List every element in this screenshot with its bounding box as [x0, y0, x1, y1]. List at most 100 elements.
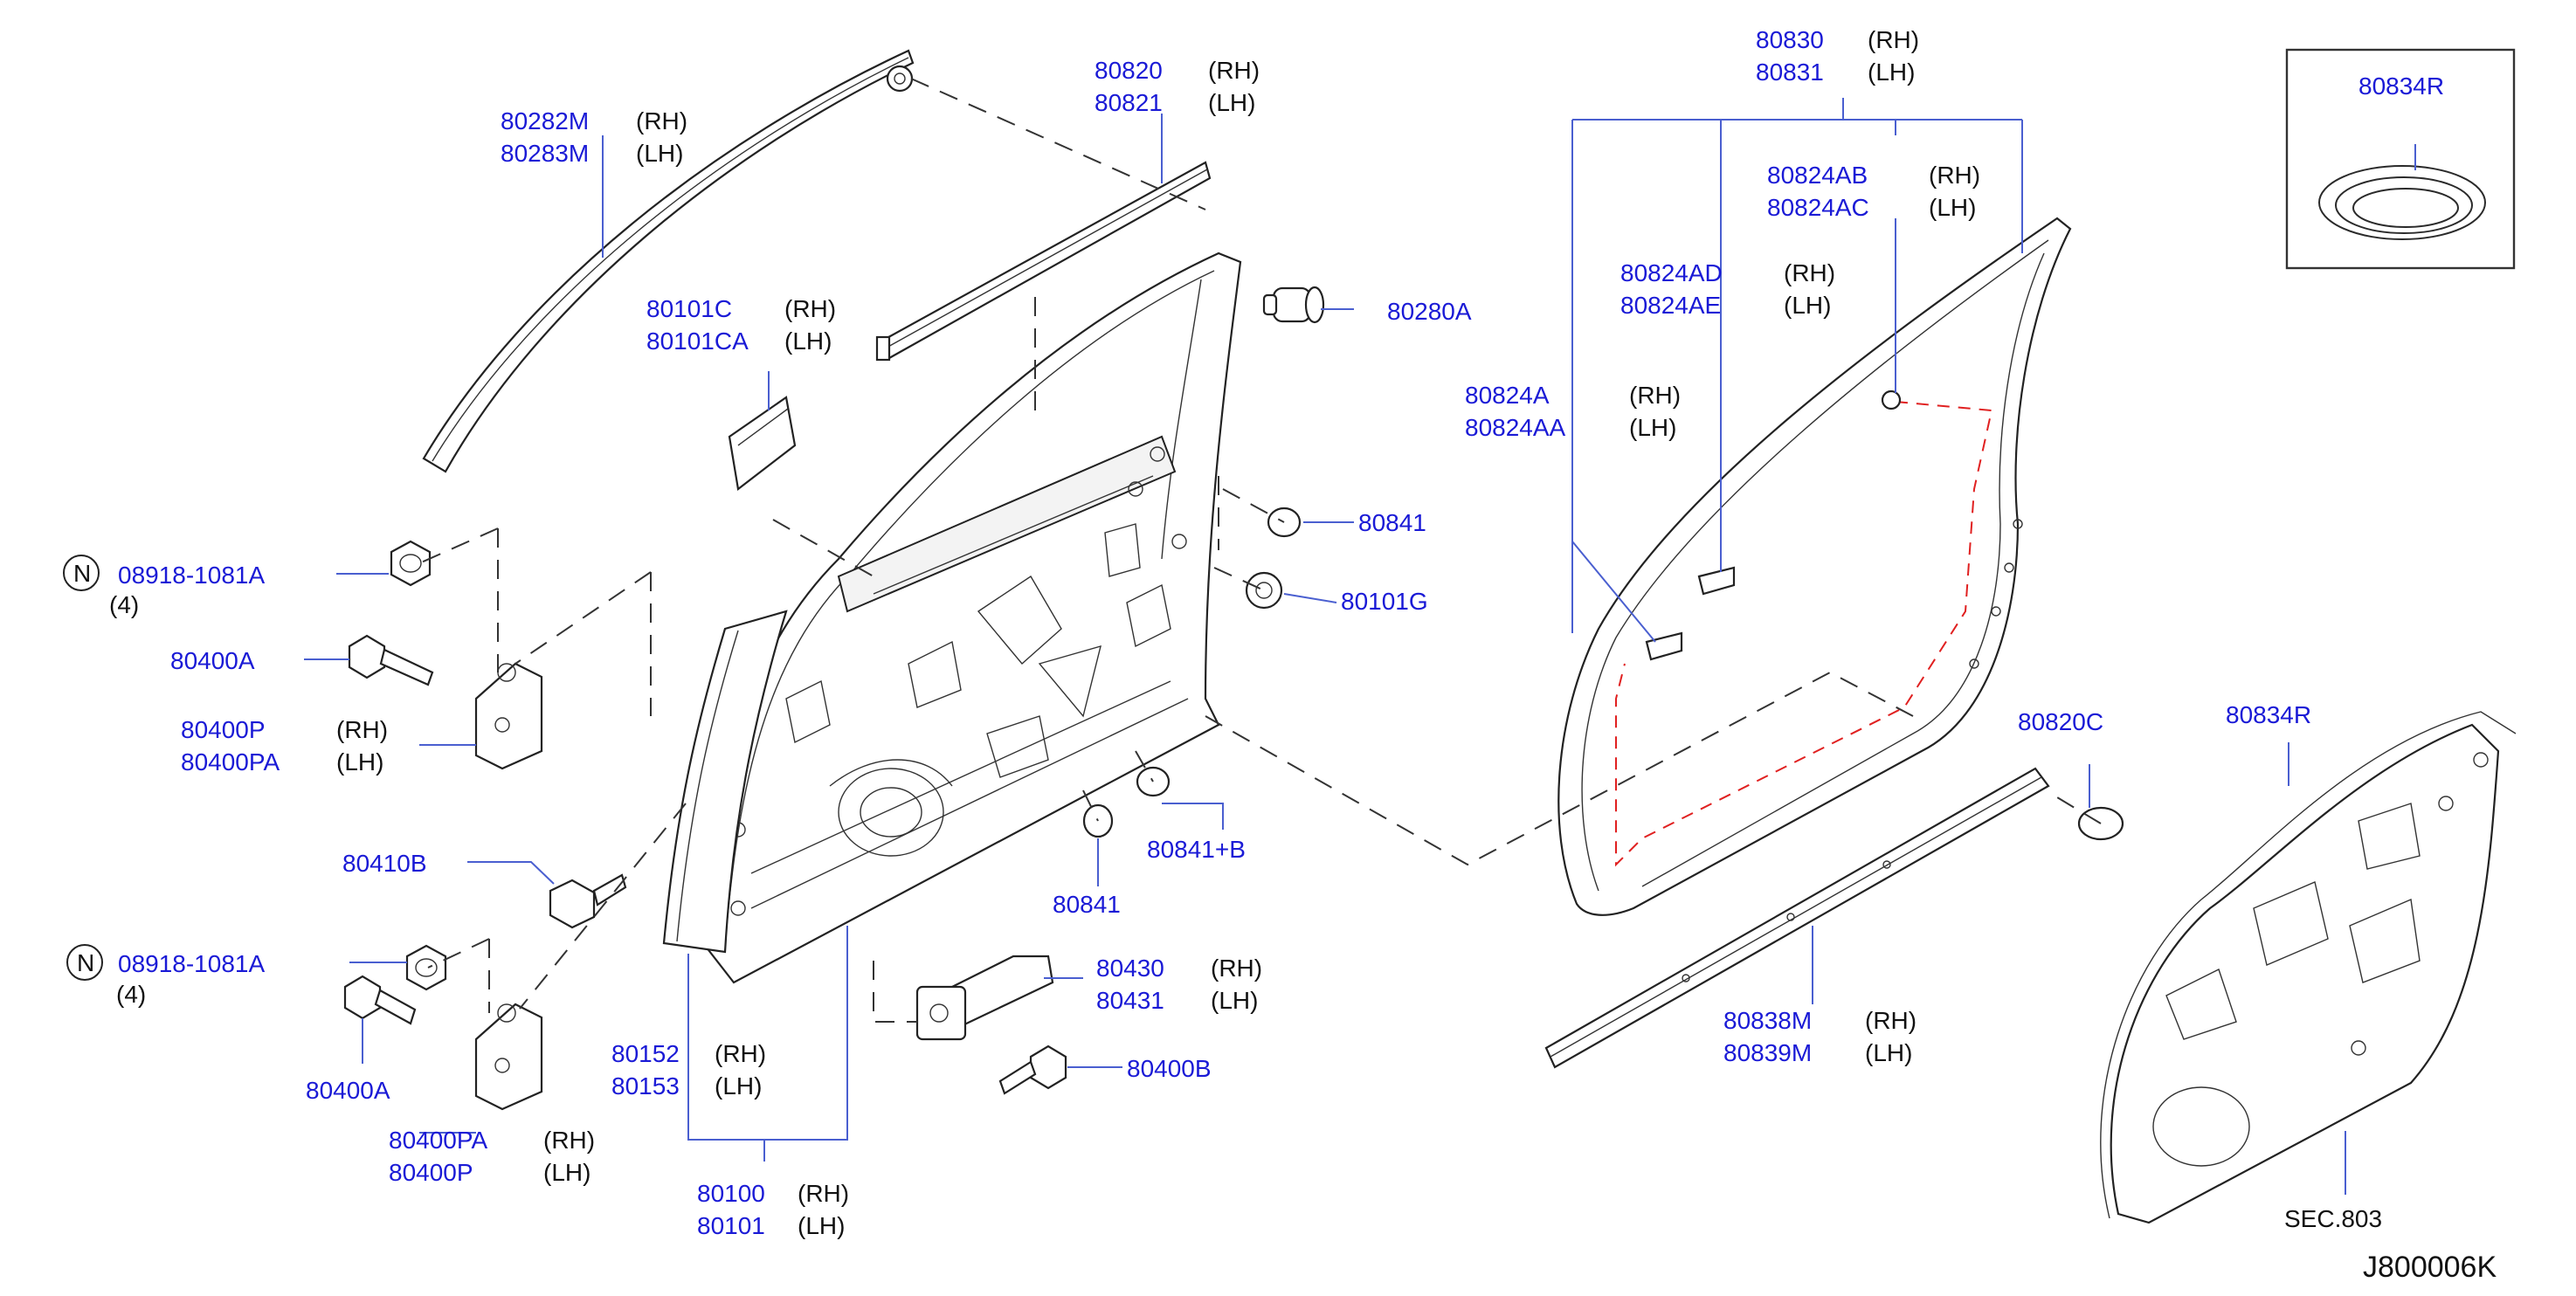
inset-box: [2285, 48, 2516, 270]
label-80283M: 80283M: [501, 140, 589, 167]
label-80824AD: 80824AD: [1620, 259, 1723, 286]
clip-80824A-part: [1645, 631, 1683, 661]
bolt-upper-part: [348, 634, 434, 686]
label-08918-lower: 08918-1081A: [118, 950, 265, 977]
part-labels: 80282M (RH) 80283M (LH) 80820 (RH) 80821…: [73, 26, 2497, 1284]
label-08918-lower-qty: (4): [116, 981, 146, 1008]
label-80830: 80830: [1756, 26, 1824, 53]
label-80831-side: (LH): [1868, 59, 1915, 86]
label-80820C: 80820C: [2018, 708, 2103, 735]
label-80101G: 80101G: [1341, 588, 1428, 615]
dashed-alignment-lines: [418, 78, 2102, 1023]
clip-80280A-part: [1262, 286, 1325, 324]
label-80100: 80100: [697, 1180, 765, 1207]
label-80430: 80430: [1096, 955, 1164, 982]
label-80824AB: 80824AB: [1767, 162, 1868, 189]
label-80400P-side: (RH): [336, 716, 388, 743]
label-80101CA: 80101CA: [646, 327, 749, 355]
label-80834R: 80834R: [2226, 701, 2311, 728]
label-80841B: 80841+B: [1147, 836, 1246, 863]
label-80101: 80101: [697, 1212, 765, 1239]
label-n-upper: N: [73, 560, 91, 587]
label-80153: 80153: [611, 1072, 680, 1100]
door-weatherstrip-part: [1557, 217, 2072, 916]
outer-panel-part: [662, 610, 788, 954]
label-80824AC: 80824AC: [1767, 194, 1869, 221]
label-80824AC-side: (LH): [1929, 194, 1976, 221]
bolt-80400B-part: [998, 1044, 1067, 1095]
label-80282M-side: (RH): [636, 107, 687, 134]
leader-lines: [304, 98, 2416, 1195]
label-n-lower: N: [77, 949, 94, 976]
label-80283M-side: (LH): [636, 140, 683, 167]
sill-moulding-part: [1544, 767, 2050, 1069]
label-80400A-lower: 80400A: [306, 1077, 390, 1104]
label-80431-side: (LH): [1211, 987, 1258, 1014]
label-80400P: 80400P: [181, 716, 266, 743]
label-80841-lower: 80841: [1053, 891, 1121, 918]
clip-80824AB-part: [1881, 389, 1902, 410]
label-80430-side: (RH): [1211, 955, 1262, 982]
label-80400A-upper: 80400A: [170, 647, 255, 674]
label-80824AE-side: (LH): [1784, 292, 1831, 319]
seal-coil-part: [2318, 165, 2486, 240]
label-08918-upper: 08918-1081A: [118, 562, 265, 589]
label-80839M: 80839M: [1723, 1039, 1812, 1066]
label-80821-side: (LH): [1208, 89, 1255, 116]
label-80824AD-side: (RH): [1784, 259, 1835, 286]
label-80824AE: 80824AE: [1620, 292, 1721, 319]
door-check-part: [915, 955, 1054, 1041]
label-80101C-side: (RH): [784, 295, 836, 322]
label-section-ref: SEC.803: [2284, 1205, 2382, 1232]
label-80824AA: 80824AA: [1465, 414, 1566, 441]
label-80400P-lower: 80400P: [389, 1159, 473, 1186]
bolt-lower-part: [343, 975, 417, 1025]
n-badge-icon: [63, 555, 100, 591]
seal-block-part: [728, 396, 797, 491]
label-80400PA-lower: 80400PA: [389, 1127, 487, 1154]
label-80400PA-lower-side: (RH): [543, 1127, 595, 1154]
n-badge-icon: [66, 944, 103, 981]
hinge-lower-part: [474, 1003, 543, 1111]
label-80400PA-side: (LH): [336, 748, 383, 776]
label-80820-side: (RH): [1208, 57, 1260, 84]
label-80280A: 80280A: [1387, 298, 1472, 325]
clip-80824AD-part: [1697, 566, 1736, 596]
label-80152: 80152: [611, 1040, 680, 1067]
label-80821: 80821: [1095, 89, 1163, 116]
clip-80101G-part: [1245, 571, 1283, 610]
label-80841-upper: 80841: [1358, 509, 1426, 536]
label-80834R-inset: 80834R: [2358, 72, 2444, 100]
sash-moulding-part: [422, 49, 915, 473]
label-80410B: 80410B: [342, 850, 427, 877]
label-80152-side: (RH): [715, 1040, 766, 1067]
label-80100-side: (RH): [798, 1180, 849, 1207]
label-80400P-lower-side: (LH): [543, 1159, 590, 1186]
label-08918-upper-qty: (4): [109, 591, 139, 618]
label-80101-side: (LH): [798, 1212, 845, 1239]
label-80824A-side: (RH): [1629, 382, 1681, 409]
label-80101C: 80101C: [646, 295, 732, 322]
label-80831: 80831: [1756, 59, 1824, 86]
nut-upper-part: [390, 540, 432, 587]
outer-weatherstrip-part: [875, 161, 1212, 362]
label-80839M-side: (LH): [1865, 1039, 1912, 1066]
label-80824AA-side: (LH): [1629, 414, 1676, 441]
trim-panel-part: [2100, 711, 2517, 1224]
label-80824A: 80824A: [1465, 382, 1550, 409]
label-80431: 80431: [1096, 987, 1164, 1014]
label-80400PA: 80400PA: [181, 748, 280, 776]
nut-lower-part: [405, 944, 447, 991]
label-80282M: 80282M: [501, 107, 589, 134]
bolt-80410B-part: [549, 873, 627, 929]
label-80838M: 80838M: [1723, 1007, 1812, 1034]
label-80830-side: (RH): [1868, 26, 1919, 53]
label-80400B: 80400B: [1127, 1055, 1212, 1082]
label-80153-side: (LH): [715, 1072, 762, 1100]
hinge-upper-part: [474, 662, 543, 770]
label-80824AB-side: (RH): [1929, 162, 1980, 189]
label-80101CA-side: (LH): [784, 327, 832, 355]
diagram-code: J800006K: [2363, 1251, 2497, 1284]
label-80820: 80820: [1095, 57, 1163, 84]
